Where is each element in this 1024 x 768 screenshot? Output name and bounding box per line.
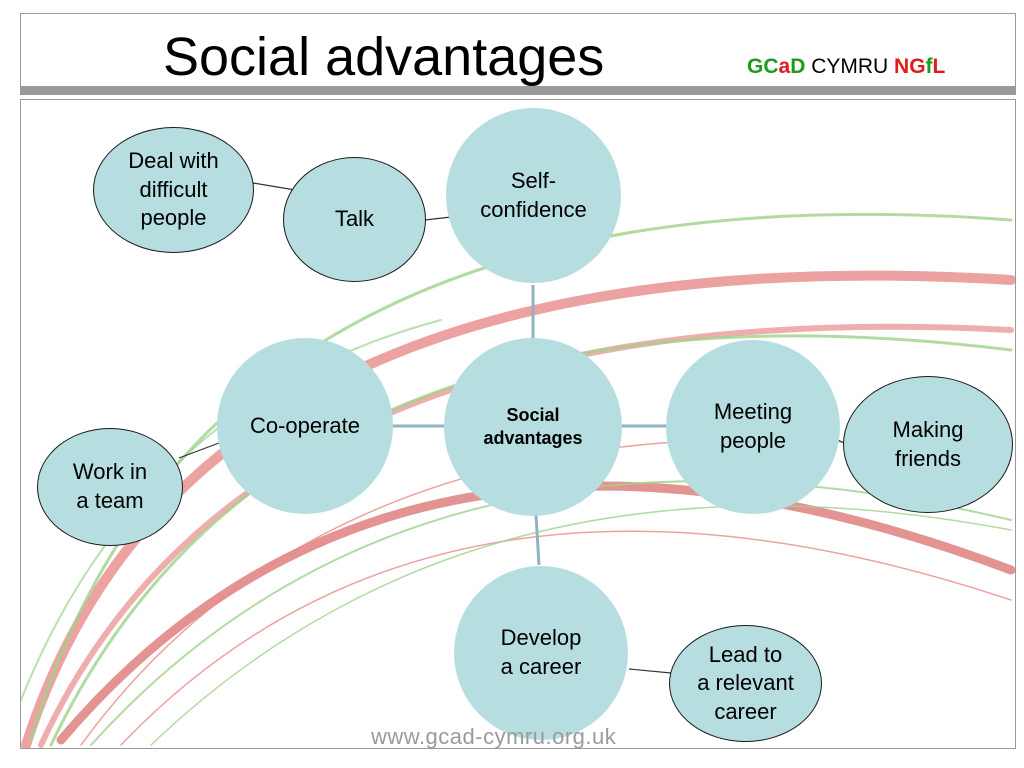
node-meeting-people: Meeting people [666,340,840,514]
node-talk: Talk [283,157,426,282]
footer-website: www.gcad-cymru.org.uk [371,724,617,749]
node-develop-career: Develop a career [454,566,628,740]
swoosh-green-5 [150,505,1012,746]
node-deal-with-difficult-people: Deal with difficult people [93,127,254,253]
slide-header: Social advantages GCaD CYMRU NGfL [20,13,1016,87]
node-self-confidence: Self- confidence [446,108,621,283]
brand-logo: GCaD CYMRU NGfL [747,55,946,78]
node-work-in-a-team: Work in a team [37,428,183,546]
slide-title: Social advantages [163,27,605,87]
node-making-friends: Making friends [843,376,1013,513]
node-social-advantages: Social advantages [444,338,622,516]
swoosh-green-1 [29,212,1013,742]
node-co-operate: Co-operate [217,338,393,514]
mind-map-diagram: Self- confidence Social advantages Co-op… [20,99,1016,749]
node-lead-to-career: Lead to a relevant career [669,625,822,742]
swoosh-red-lower [56,481,1015,745]
connector-lines [391,285,666,566]
swoosh-green-2 [49,334,1013,747]
swoosh-green-3 [90,480,1012,746]
header-divider [20,87,1016,95]
